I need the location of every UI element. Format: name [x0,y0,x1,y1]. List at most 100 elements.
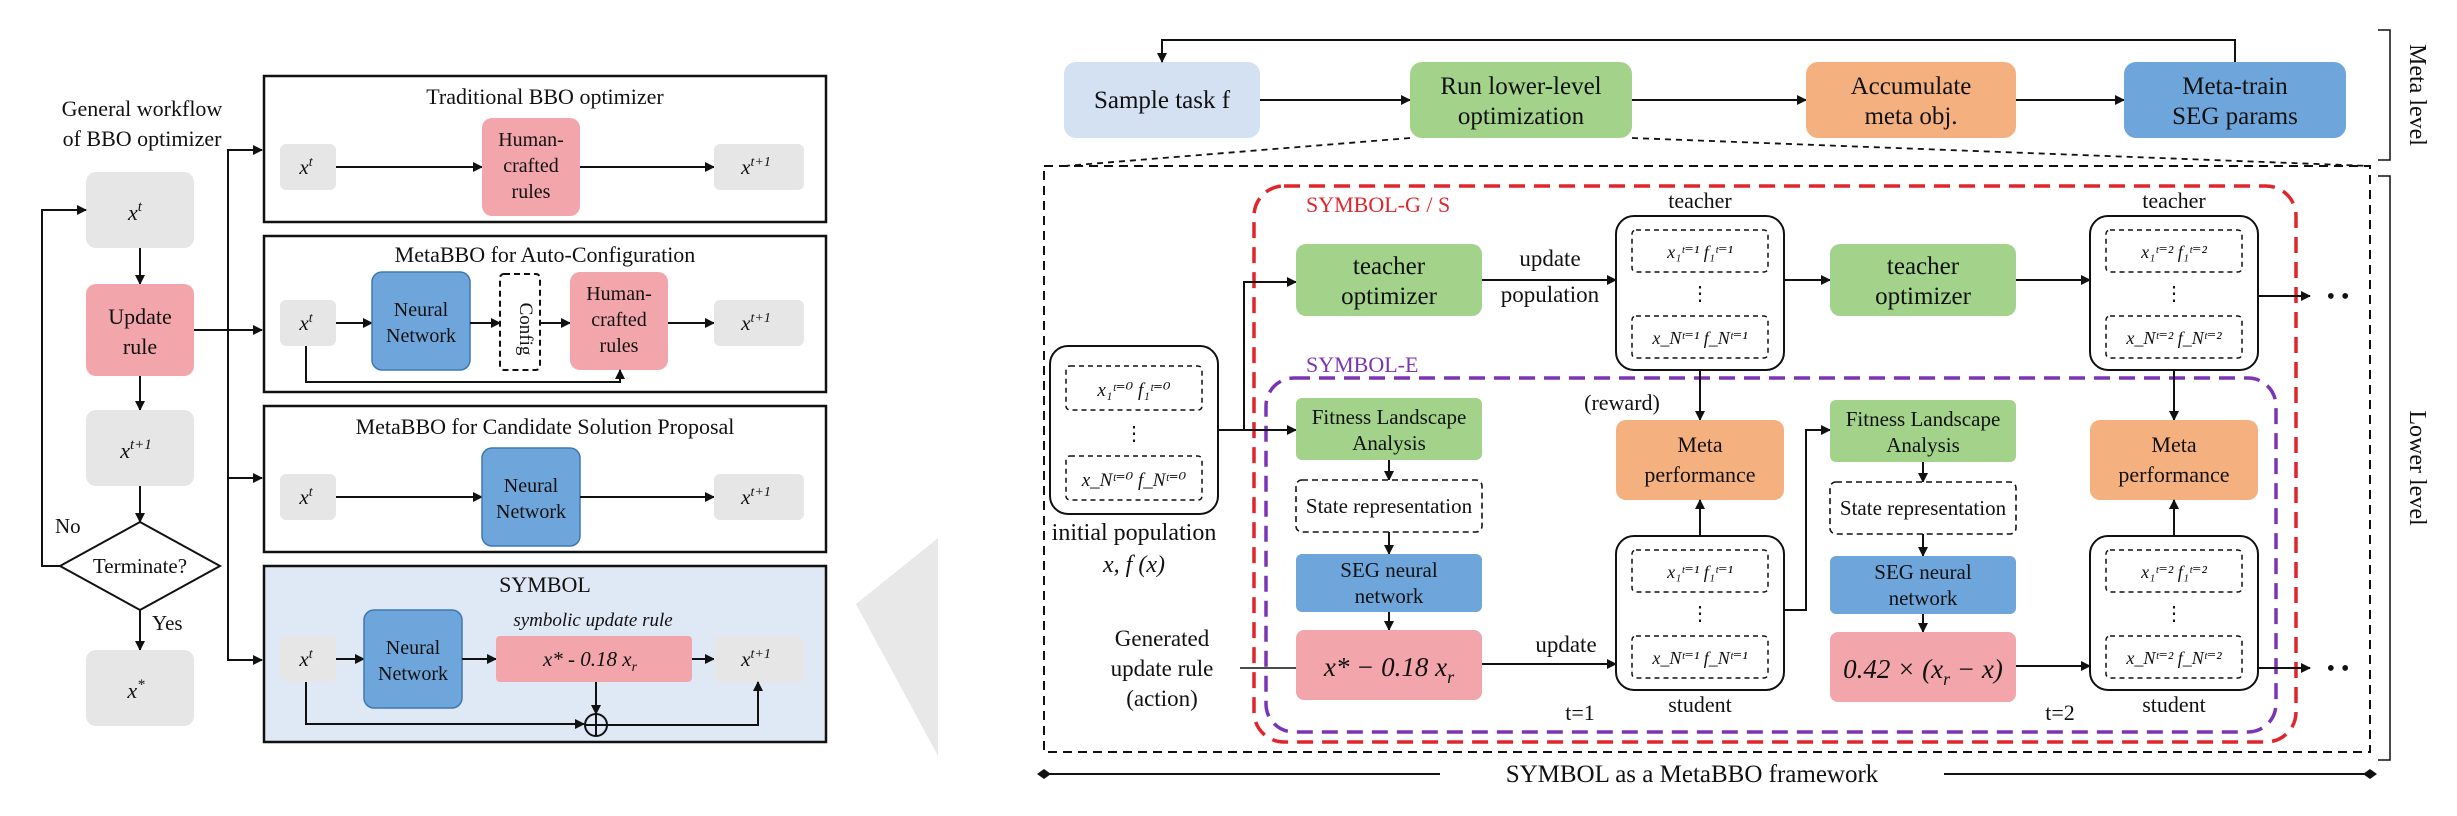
meta-performance-1 [1616,420,1784,500]
meta-level-bracket [2378,29,2391,161]
t1-vdots: ⋮ [1690,283,1710,305]
xt-label: xt [127,199,143,225]
t2-row1 [2105,229,2243,273]
student2-label: student [2142,692,2206,717]
teacher-optimizer-2 [1830,244,2016,316]
ac-xt [280,300,336,346]
teacher-opt1-line1: teacher [1353,253,1426,280]
teacher-opt1-line2: optimizer [1341,283,1437,310]
zoom-wedge [856,538,938,756]
sample-task-label: Sample task f [1094,87,1231,114]
student-continue-dots: • • [2327,656,2350,682]
sym-xt1 [714,636,804,682]
initial-population-label: initial population [1052,520,1217,546]
ac-nn-line2: Network [386,325,456,347]
reward-label: (reward) [1584,390,1660,415]
ac-xt-label: xt [298,311,313,335]
run-lower-line2: optimization [1458,103,1585,130]
meta-train-line2: SEG params [2172,103,2298,130]
ac-rules-line3: rules [600,335,639,357]
lower-level-frame [1043,165,2371,753]
init-row1 [1065,365,1203,411]
symbol-gs-label: SYMBOL-G / S [1306,192,1450,217]
trad-rules-line1: Human- [498,129,564,151]
meta-perf2-line1: Meta [2151,432,2196,457]
t2-row2 [2105,315,2243,359]
update-rule-node [86,284,194,376]
panel-symbol-title: SYMBOL [499,572,591,597]
init-row2 [1065,455,1203,501]
generated-line1: Generated [1115,626,1210,651]
panel-traditional-title: Traditional BBO optimizer [426,84,664,109]
workflow-caption-line2: of BBO optimizer [63,126,223,151]
cp-nn-line2: Network [496,501,566,523]
state-rep1-label: State representation [1306,494,1473,518]
footer-label: SYMBOL as a MetaBBO framework [1506,761,1879,788]
rule1-text: x* − 0.18 xr [1323,652,1455,687]
trad-rules-line3: rules [512,181,551,203]
panel-proposal-title: MetaBBO for Candidate Solution Proposal [356,414,735,439]
t1-row2 [1631,315,1769,359]
symbol-e-label: SYMBOL-E [1306,352,1418,377]
sym-skip-arrow [305,682,585,729]
symbol-e-frame [1264,376,2278,734]
initial-x-fx: x, f (x) [1102,552,1165,578]
student1-label: student [1668,692,1732,717]
t1-row1 [1631,229,1769,273]
sym-out-arrow [607,681,763,726]
teacher-optimizer-1 [1296,244,1482,316]
ac-xt1 [714,300,804,346]
seg-nn-box-1 [1296,554,1482,612]
cp-xt1 [714,474,804,520]
zoom-dash-right [1631,137,2371,167]
run-lower-box [1410,62,1632,138]
generated-line3: (action) [1126,686,1198,711]
init-row1-label: x₁ᵗ⁼⁰ f₁ᵗ⁼⁰ [1096,380,1171,401]
panel-traditional: Traditional BBO optimizer xt Human- craf… [262,74,828,224]
meta-feedback-arrow [1157,39,2236,63]
accumulate-line2: meta obj. [1864,103,1957,130]
state-rep-box-2 [1829,481,2017,535]
student1-to-fla2 [1784,425,1831,611]
trad-xt [280,144,336,190]
symbol-gs-frame [1252,184,2298,744]
sym-xt [280,636,336,682]
panel-autoconfig: MetaBBO for Auto-Configuration xt Neural… [262,234,828,394]
xt1-node [86,410,194,486]
student-population-1 [1615,535,1785,691]
meta-level: Sample task f Run lower-level optimizati… [1063,29,2430,761]
sym-neural-network [363,609,463,709]
s2-row2-label: x_Nᵗ⁼² f_Nᵗ⁼² [2125,648,2222,668]
s1-vdots: ⋮ [1690,603,1710,625]
meta-train-line1: Meta-train [2182,73,2288,100]
sym-xt-label: xt [298,647,313,671]
t2-row2-label: x_Nᵗ⁼² f_Nᵗ⁼² [2125,328,2222,348]
cp-xt [280,474,336,520]
rule-box-2 [1830,632,2016,702]
xt1-label: xt+1 [119,437,152,463]
cp-neural-network [481,447,581,547]
ac-rules-line2: crafted [591,309,647,331]
ac-config-label: Config [515,303,536,356]
init-row2-label: x_Nᵗ⁼⁰ f_Nᵗ⁼⁰ [1081,470,1187,491]
teacher1-label: teacher [1668,188,1732,213]
state-rep-box-1 [1295,479,1483,533]
sym-rule-caption: symbolic update rule [513,610,672,631]
trad-rules [482,118,580,216]
panel-autoconfig-title: MetaBBO for Auto-Configuration [395,242,696,267]
meta-train-box [2124,62,2346,138]
ac-nn-line1: Neural [394,299,449,321]
fla-box-2 [1830,400,2016,462]
sym-rule-box [496,636,692,682]
rule2-text: 0.42 × (xr − x) [1843,654,2003,689]
sym-nn-line2: Network [378,663,448,685]
sample-task-box [1064,62,1260,138]
workflow-caption-line1: General workflow [62,96,223,121]
ac-bypass-arrow [305,346,625,383]
init-vdots: ⋮ [1124,423,1144,445]
generated-line2: update rule [1111,656,1214,681]
seg1-line1: SEG neural [1340,558,1438,582]
lower-level-bracket [2378,175,2391,761]
meta-perf1-line2: performance [1644,462,1755,487]
fla1-line1: Fitness Landscape [1312,405,1467,429]
